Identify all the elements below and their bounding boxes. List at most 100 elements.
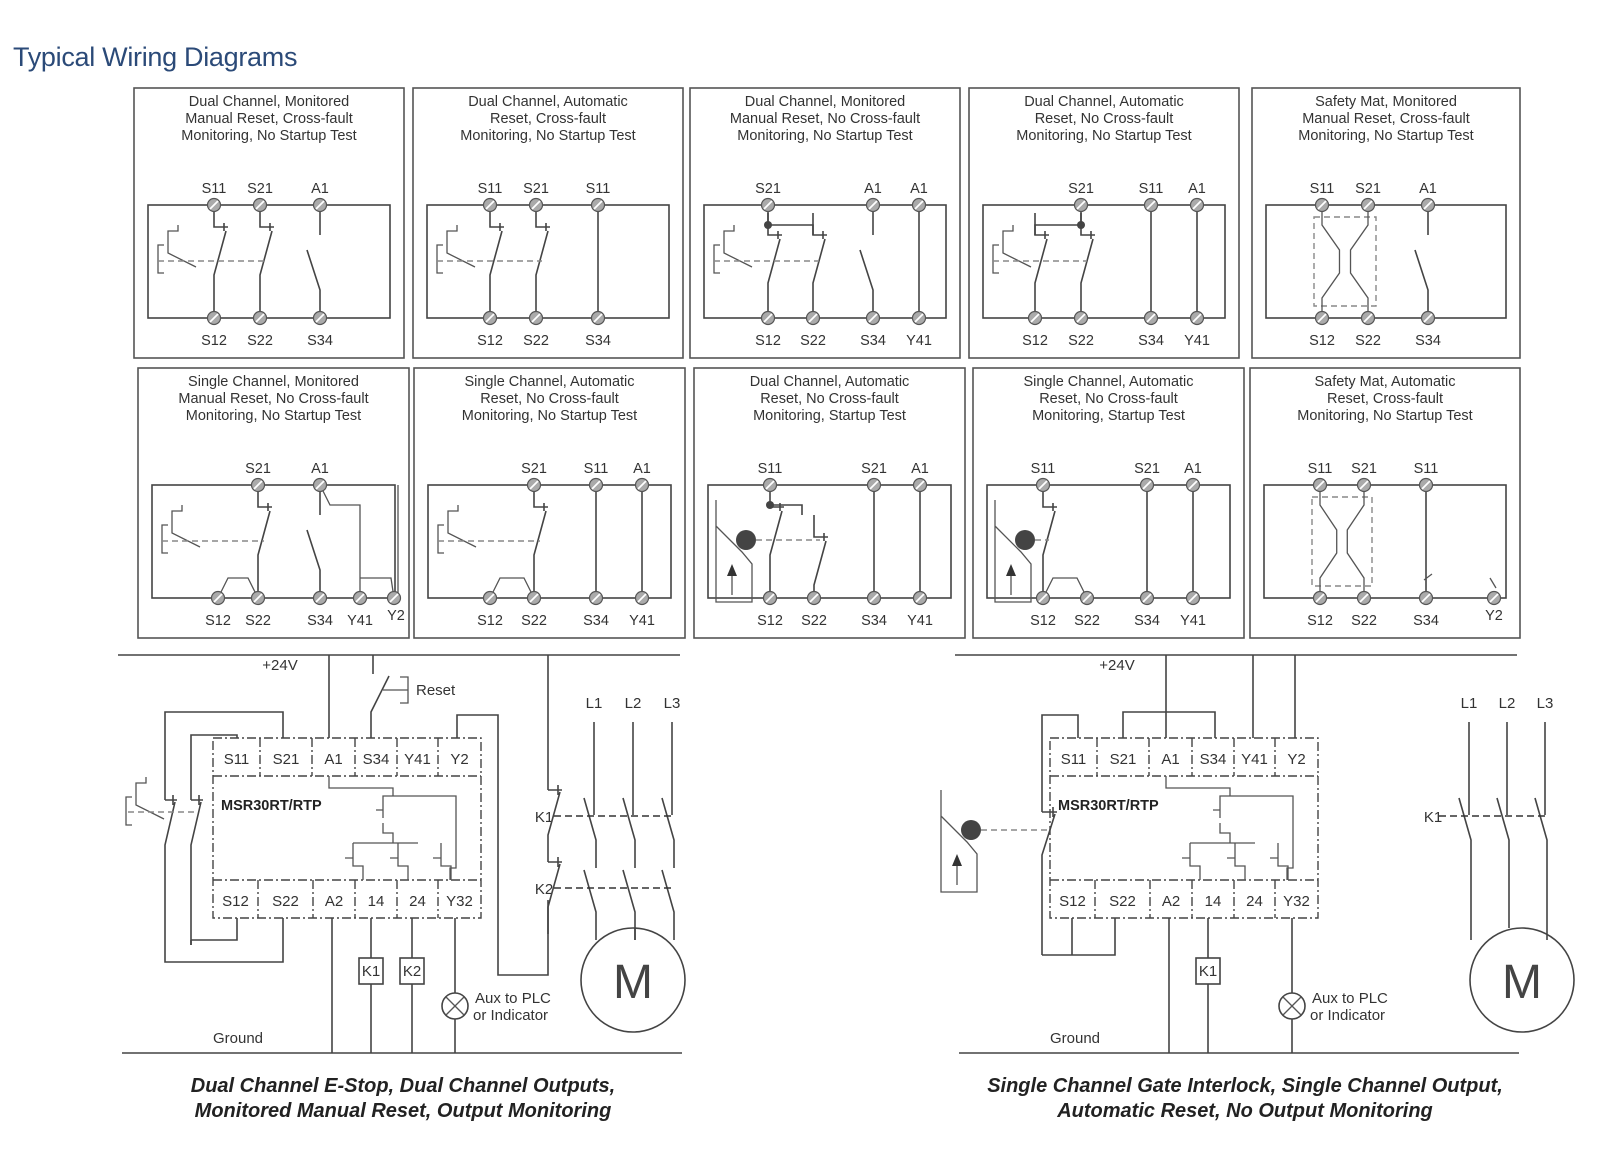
interlock-housing [715, 500, 753, 603]
terminal-slash [1489, 593, 1499, 603]
relay-top-terminal: Y2 [1287, 751, 1305, 768]
bottom-terminal-label: S34 [307, 333, 333, 349]
pushbutton-head [135, 777, 165, 820]
screw-terminal-icon [912, 477, 928, 493]
panel-title-line: Monitoring, No Startup Test [737, 128, 912, 144]
terminal-slash [315, 313, 325, 323]
panel-frame [972, 367, 1245, 639]
top-terminal-label: S11 [584, 461, 609, 477]
bottom-terminal-label: S22 [1074, 613, 1100, 629]
terminal-slash [1038, 593, 1048, 603]
estop-ch2-bottom [164, 918, 284, 963]
top-terminal-label: A1 [1184, 461, 1202, 477]
terminal-slash [868, 313, 878, 323]
arrow-head [1006, 564, 1016, 576]
mat-dashed-outline [1311, 496, 1373, 587]
top-terminal-label: S21 [1068, 181, 1094, 197]
bottom-terminal-label: S34 [1134, 613, 1160, 629]
relay-outline [151, 484, 396, 599]
terminal-slash [1142, 480, 1152, 490]
mushroom-bracket [992, 244, 999, 274]
terminal-slash [355, 593, 365, 603]
main-contact-blade [1534, 797, 1548, 868]
terminal-slash [315, 480, 325, 490]
panel-frame [1249, 367, 1521, 639]
bottom-terminal-label: Y41 [1184, 333, 1210, 349]
terminal-slash [1421, 480, 1431, 490]
terminal-slash [1030, 313, 1040, 323]
schematic-caption: Single Channel Gate Interlock, Single Ch… [987, 1075, 1503, 1097]
screw-terminal-icon [250, 590, 266, 606]
bottom-terminal-label: S12 [201, 333, 227, 349]
panel-title-line: Single Channel, Monitored [188, 374, 359, 390]
gate-top-wire [1041, 714, 1079, 812]
phase-label: L3 [664, 695, 681, 712]
panel-frame [968, 87, 1240, 359]
relay-outline [986, 484, 1231, 599]
terminal-slash [485, 313, 495, 323]
relay-outline [427, 484, 672, 599]
screw-terminal-icon [1356, 590, 1372, 606]
y2-mark [1489, 577, 1497, 589]
screw-terminal-icon [1356, 477, 1372, 493]
screw-terminal-icon [588, 477, 604, 493]
nc-contact-blade [1034, 238, 1048, 318]
screw-terminal-icon [590, 310, 606, 326]
panel-frame [137, 367, 410, 639]
lamp-cross [445, 996, 465, 1016]
terminal-slash [809, 593, 819, 603]
screw-terminal-icon [526, 477, 542, 493]
top-terminal-label: S11 [1031, 461, 1056, 477]
panel-title-line: Reset, No Cross-fault [480, 391, 619, 407]
s21-s34-bridge [1122, 711, 1216, 738]
bottom-terminal-label: S12 [755, 333, 781, 349]
ground-label: Ground [213, 1030, 263, 1047]
nc-contact-blade [535, 230, 549, 318]
screw-terminal-icon [1035, 590, 1051, 606]
motor-circle [1469, 927, 1575, 1033]
indicator-label: or Indicator [473, 1007, 548, 1024]
panel-title-line: Single Channel, Automatic [464, 374, 634, 390]
output-contact-icon [1182, 843, 1201, 880]
terminal-slash [763, 313, 773, 323]
panel-title-line: Reset, No Cross-fault [760, 391, 899, 407]
e-stop-button-icon [713, 225, 753, 274]
bottom-terminal-label: Y41 [629, 613, 655, 629]
terminal-slash [531, 313, 541, 323]
top-terminal-label: S21 [245, 461, 271, 477]
terminal-slash [869, 480, 879, 490]
terminal-slash [763, 200, 773, 210]
bottom-terminal-label: Y2 [1485, 608, 1503, 624]
relay-outline [703, 204, 947, 319]
relay-bottom-terminal: S22 [1109, 893, 1136, 910]
terminal-slash [593, 313, 603, 323]
relay-model-name: MSR30RT/RTP [221, 798, 322, 814]
main-contact-blade [622, 797, 636, 868]
bottom-terminal-label: S12 [477, 613, 503, 629]
screw-terminal-icon [1143, 310, 1159, 326]
terminal-slash [1359, 593, 1369, 603]
terminal-slash [531, 200, 541, 210]
aux-nc-contact [547, 857, 562, 934]
panel-title-line: Manual Reset, Cross-fault [185, 111, 353, 127]
screw-terminal-icon [760, 197, 776, 213]
screw-terminal-icon [760, 310, 776, 326]
relay-top-terminal: A1 [1161, 751, 1179, 768]
bottom-terminal-label: S34 [307, 613, 333, 629]
screw-terminal-icon [1312, 590, 1328, 606]
indicator-lamp-icon [441, 992, 469, 1020]
relay-bottom-terminal: 14 [368, 893, 385, 910]
estop-nc-contact [164, 795, 177, 945]
bottom-terminal-label: S12 [1022, 333, 1048, 349]
screw-terminal-icon [1035, 477, 1051, 493]
estop-ch1-top [190, 734, 238, 800]
nc-contact-blade [767, 238, 781, 318]
terminal-slash [1363, 313, 1373, 323]
bottom-terminal-label: Y41 [906, 333, 932, 349]
e-stop-button-icon [436, 225, 476, 274]
